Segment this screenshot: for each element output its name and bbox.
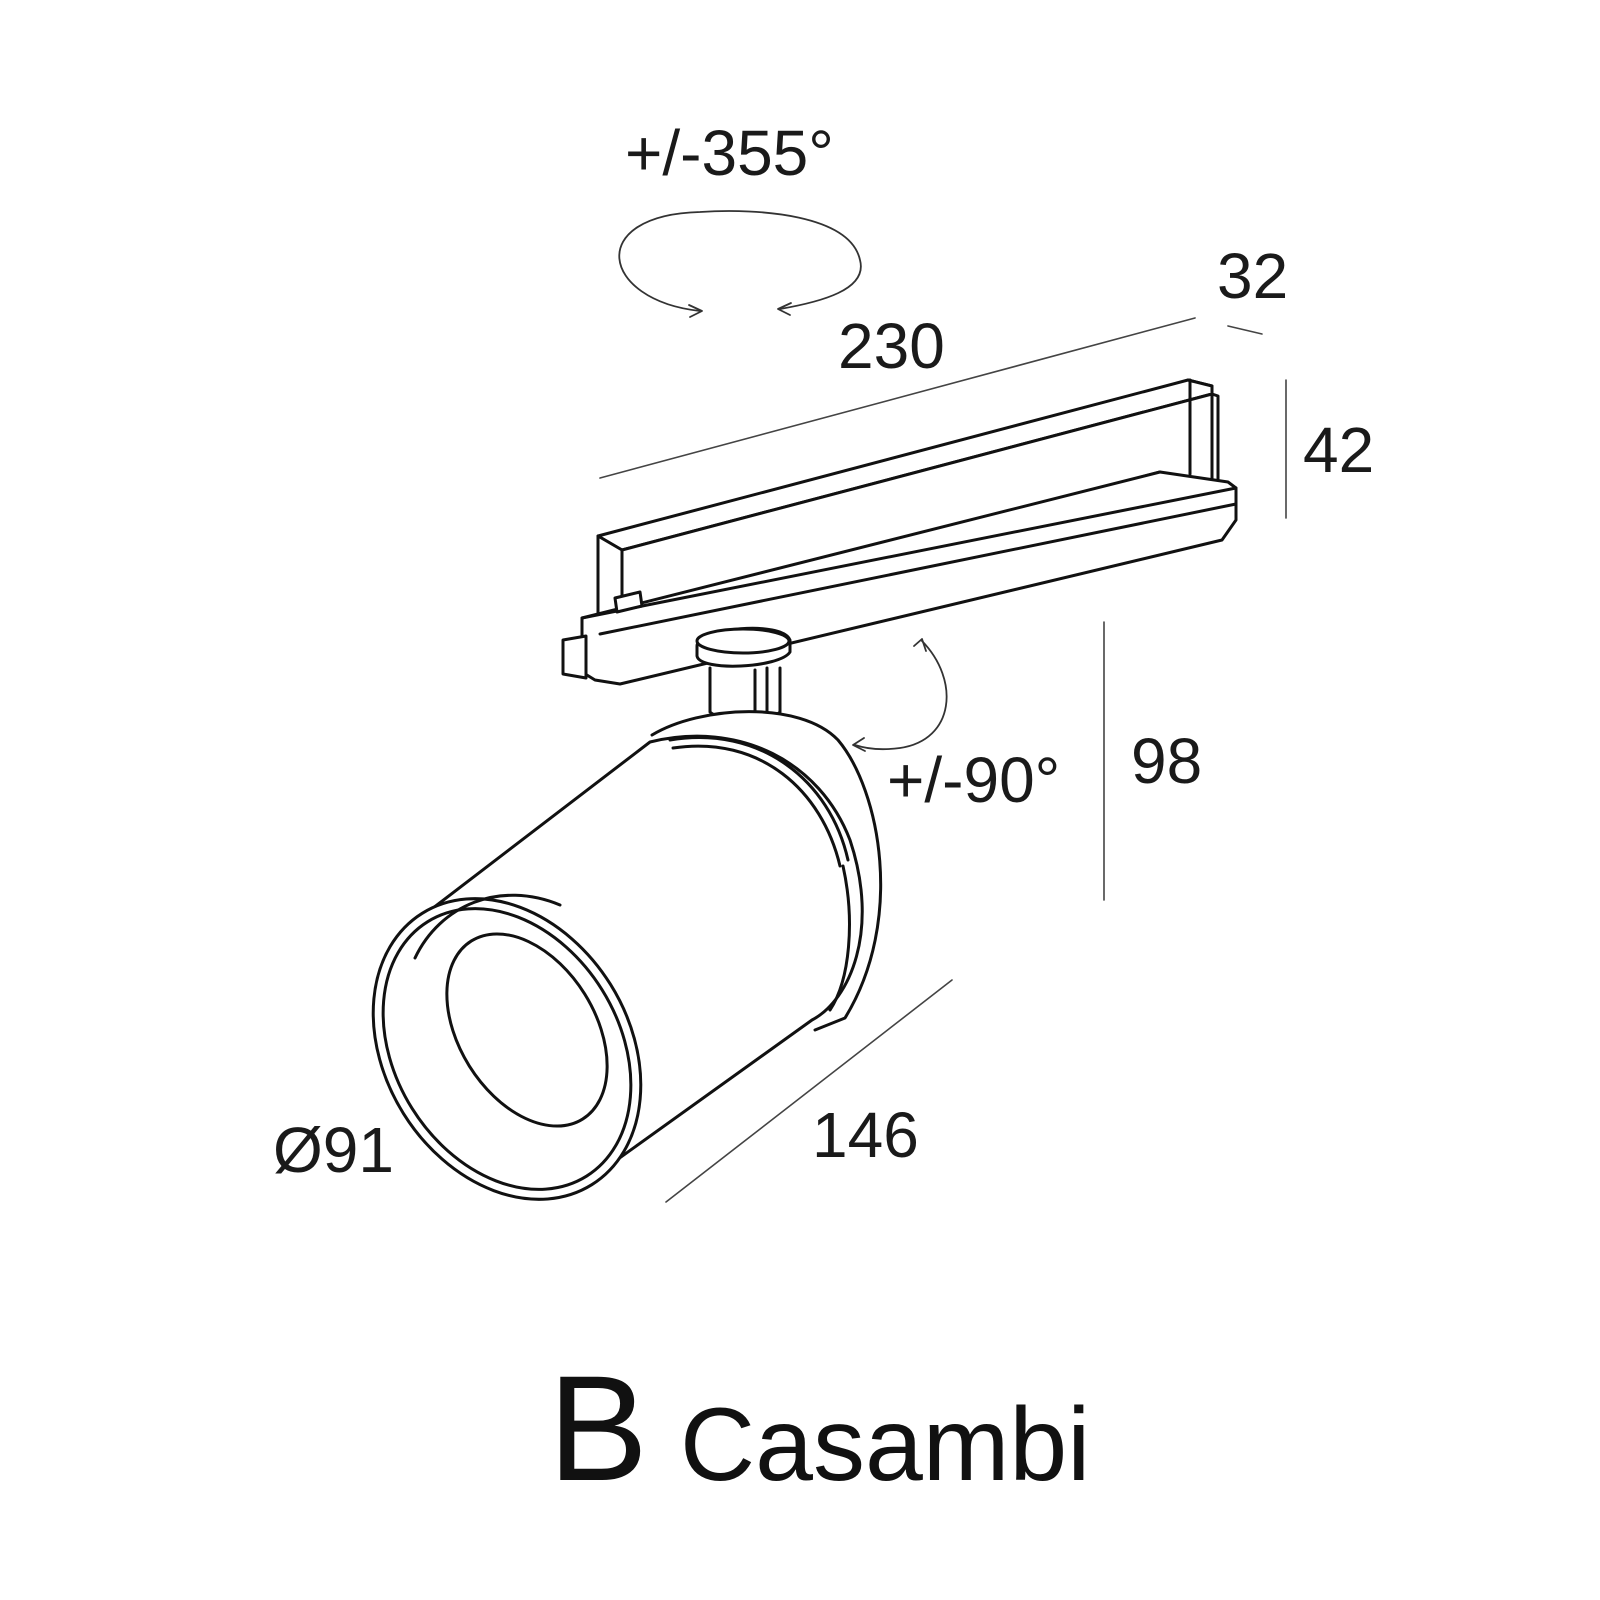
control-label: Casambi xyxy=(680,1387,1090,1503)
dim-label-42: 42 xyxy=(1303,414,1374,486)
dim-line-230 xyxy=(599,317,1196,479)
tilt-90-indicator xyxy=(852,638,948,752)
rotation-355-label: +/-355° xyxy=(625,117,834,189)
dim-label-230: 230 xyxy=(838,310,945,382)
lamp-head xyxy=(371,710,883,1201)
variant-label: B xyxy=(548,1344,648,1512)
rotation-355-indicator xyxy=(618,210,862,318)
swivel-joint xyxy=(695,626,792,721)
dim-label-146: 146 xyxy=(812,1099,919,1171)
tilt-90-label: +/-90° xyxy=(887,744,1060,816)
dim-label-98: 98 xyxy=(1131,725,1202,797)
track-adapter xyxy=(561,378,1238,686)
dim-label-32: 32 xyxy=(1217,240,1288,312)
dim-line-32 xyxy=(1227,325,1263,335)
dim-label-diameter: Ø91 xyxy=(273,1114,394,1186)
dim-line-146 xyxy=(665,979,953,1203)
